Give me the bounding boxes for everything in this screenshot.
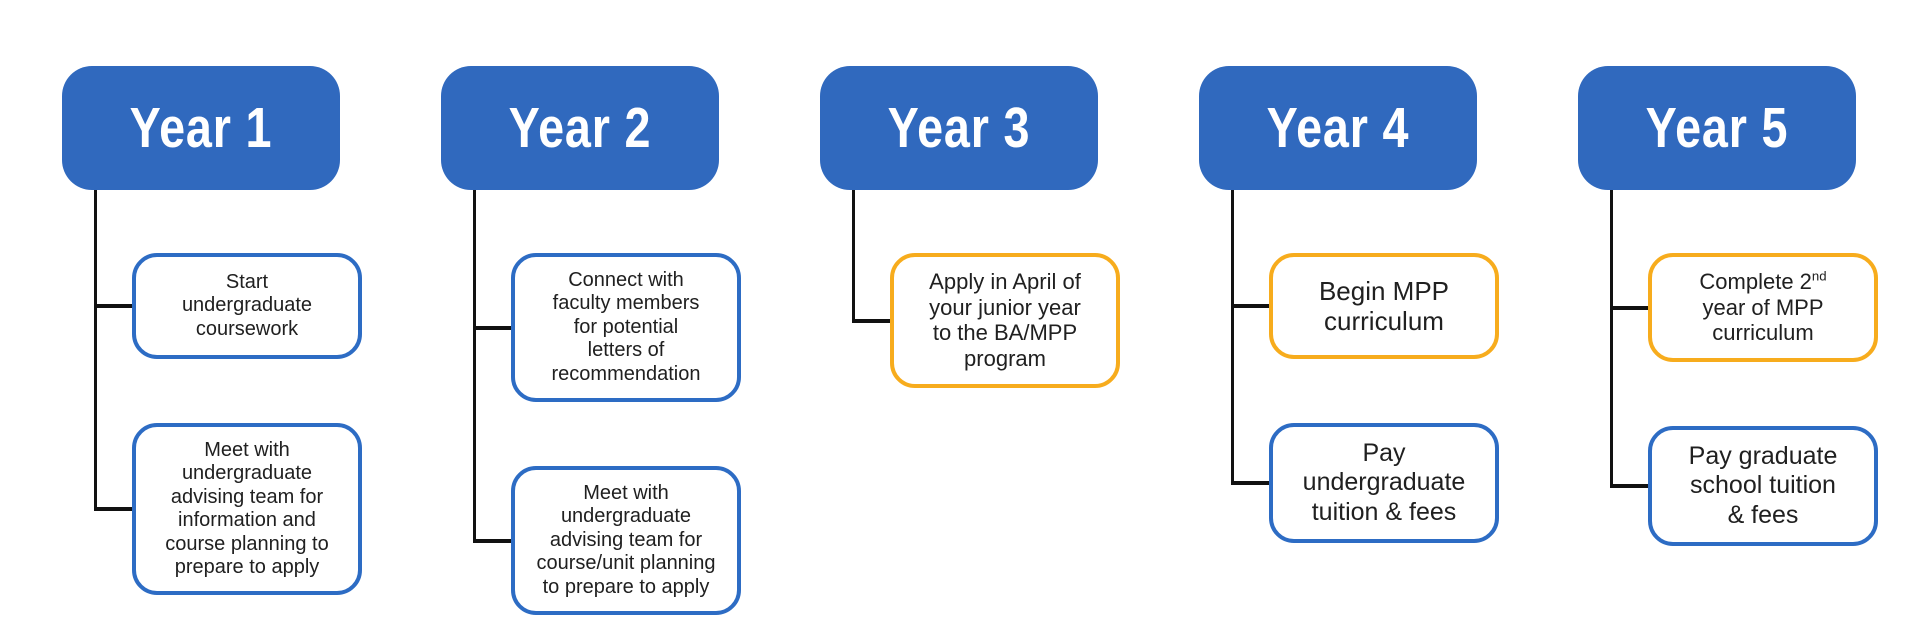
connector-vertical-line	[852, 188, 855, 323]
task-connect-faculty-recommendation: Connect with faculty members for potenti…	[511, 253, 741, 402]
task-text: Start undergraduate coursework	[181, 270, 313, 340]
connector-vertical-line	[1610, 188, 1613, 488]
connector-horizontal-stub	[1610, 484, 1652, 488]
connector-horizontal-stub	[473, 538, 515, 543]
task-text: Complete 2nd year of MPP curriculum	[1699, 269, 1826, 346]
connector-horizontal-stub	[1231, 481, 1273, 485]
year-1-header: Year 1	[62, 66, 340, 190]
task-text: Meet with undergraduate advising team fo…	[165, 439, 329, 578]
connector-horizontal-stub	[1610, 305, 1652, 310]
task-text: Apply in April of your junior year to th…	[929, 269, 1081, 372]
task-text: Pay graduate school tuition & fees	[1688, 442, 1838, 529]
connector-vertical-line	[94, 188, 97, 511]
task-begin-mpp-curriculum: Begin MPP curriculum	[1269, 253, 1499, 359]
task-pay-undergraduate-tuition-fees: Pay undergraduate tuition & fees	[1269, 423, 1499, 543]
task-meet-advising-team-course-unit-planning: Meet with undergraduate advising team fo…	[511, 465, 741, 615]
task-text: Pay undergraduate tuition & fees	[1302, 439, 1466, 526]
task-text: Connect with faculty members for potenti…	[551, 269, 701, 385]
connector-vertical-line	[1231, 188, 1234, 485]
year-2-title: Year 2	[508, 96, 652, 160]
task-text: Meet with undergraduate advising team fo…	[536, 481, 716, 598]
year-4-title: Year 4	[1266, 96, 1410, 160]
connector-vertical-line	[473, 188, 476, 543]
task-text-start: Complete 2	[1699, 269, 1812, 294]
task-apply-april-junior-year: Apply in April of your junior year to th…	[890, 253, 1120, 388]
task-pay-graduate-school-tuition-fees: Pay graduate school tuition & fees	[1648, 426, 1878, 546]
connector-horizontal-stub	[94, 304, 136, 308]
connector-horizontal-stub	[94, 507, 136, 511]
year-4-column: Year 4 Begin MPP curriculum Pay undergra…	[1199, 66, 1509, 543]
year-3-column: Year 3 Apply in April of your junior yea…	[820, 66, 1130, 388]
year-2-column: Year 2 Connect with faculty members for …	[441, 66, 751, 615]
year-4-header: Year 4	[1199, 66, 1477, 190]
ordinal-superscript: nd	[1811, 268, 1827, 284]
year-2-header: Year 2	[441, 66, 719, 190]
year-5-column: Year 5 Complete 2nd year of MPP curriculu…	[1578, 66, 1888, 546]
connector-horizontal-stub	[852, 318, 894, 323]
connector-horizontal-stub	[473, 325, 515, 330]
year-1-title: Year 1	[129, 96, 273, 160]
connector-horizontal-stub	[1231, 304, 1273, 308]
task-text: Begin MPP curriculum	[1318, 275, 1450, 336]
year-3-header: Year 3	[820, 66, 1098, 190]
task-complete-2nd-year-mpp-curriculum: Complete 2nd year of MPP curriculum	[1648, 253, 1878, 363]
task-start-undergraduate-coursework: Start undergraduate coursework	[132, 253, 362, 359]
year-1-column: Year 1 Start undergraduate coursework Me…	[62, 66, 372, 596]
year-5-header: Year 5	[1578, 66, 1856, 190]
task-text-end: year of MPP curriculum	[1702, 294, 1824, 346]
year-3-title: Year 3	[887, 96, 1031, 160]
task-meet-advising-team-info-planning: Meet with undergraduate advising team fo…	[132, 423, 362, 596]
year-5-title: Year 5	[1645, 96, 1789, 160]
